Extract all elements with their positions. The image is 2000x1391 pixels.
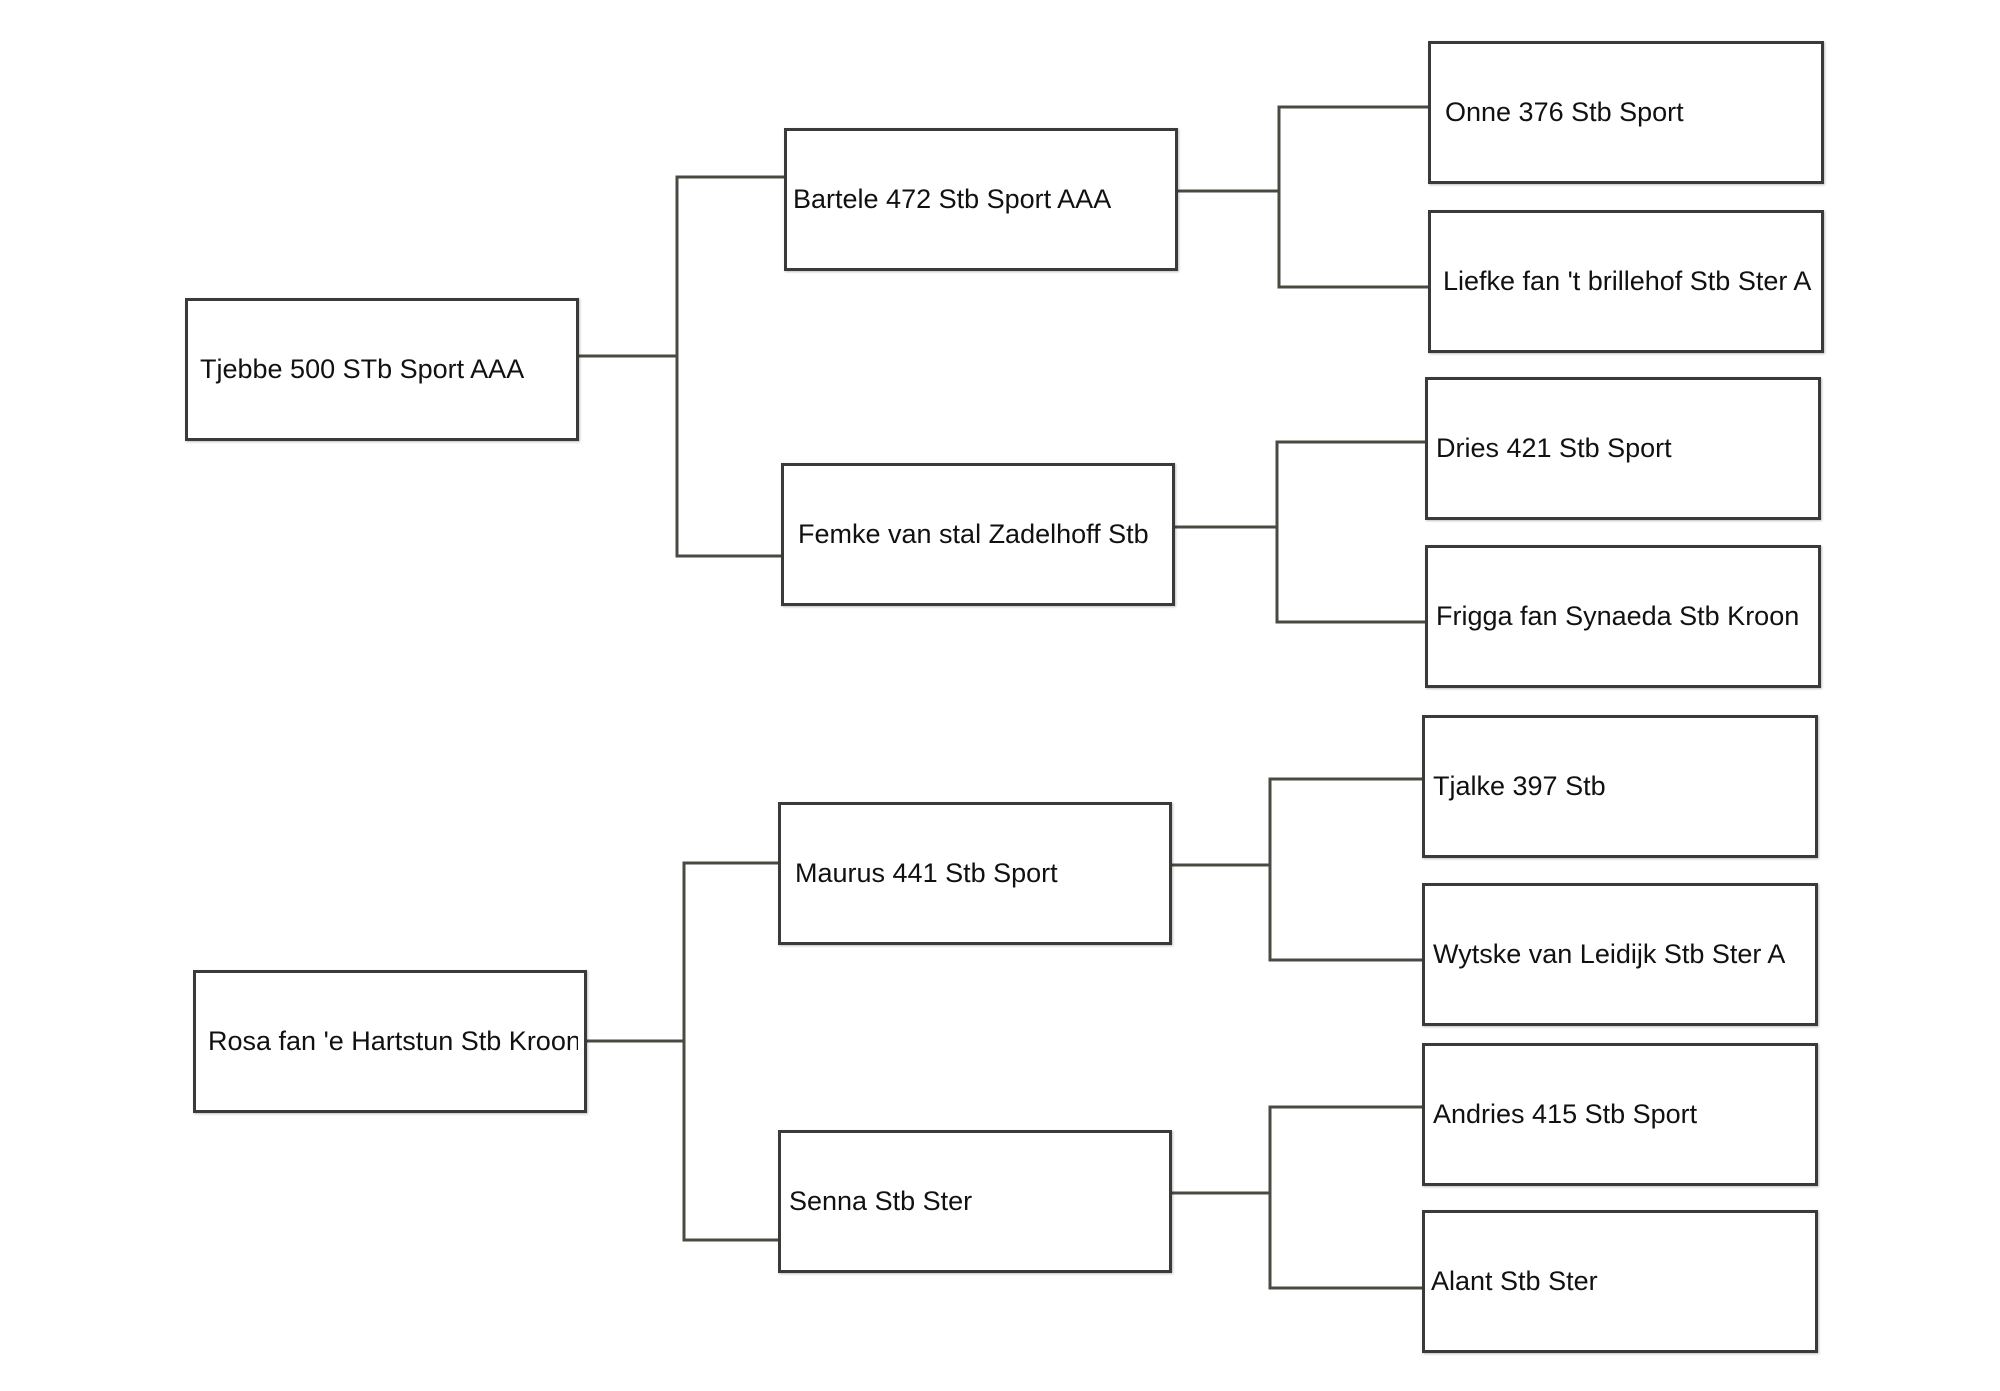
horse-name: Onne 376 Stb Sport	[1445, 97, 1684, 127]
horse-name: Bartele 472 Stb Sport AAA	[793, 184, 1112, 214]
horse-name: Frigga fan Synaeda Stb Kroon	[1436, 601, 1800, 631]
horse-box-dam-dam-sire: Andries 415 Stb Sport	[1422, 1043, 1818, 1186]
horse-box-dam: Rosa fan 'e Hartstun Stb Kroon	[193, 970, 587, 1113]
horse-name: Wytske van Leidijk Stb Ster A	[1433, 939, 1786, 969]
horse-box-dam-sire-sire: Tjalke 397 Stb	[1422, 715, 1818, 858]
horse-name: Dries 421 Stb Sport	[1436, 433, 1672, 463]
horse-name: Tjalke 397 Stb	[1433, 771, 1606, 801]
horse-box-sire-dam-dam: Frigga fan Synaeda Stb Kroon	[1425, 545, 1821, 688]
horse-box-sire: Tjebbe 500 STb Sport AAA	[185, 298, 579, 441]
horse-name: Femke van stal Zadelhoff Stb	[798, 519, 1149, 549]
horse-box-sire-sire-dam: Liefke fan 't brillehof Stb Ster A	[1428, 210, 1824, 353]
horse-name: Senna Stb Ster	[789, 1186, 973, 1216]
horse-box-dam-dam-dam: Alant Stb Ster	[1422, 1210, 1818, 1353]
horse-name: Andries 415 Stb Sport	[1433, 1099, 1698, 1129]
horse-name: Liefke fan 't brillehof Stb Ster A	[1443, 266, 1812, 296]
horse-name: Rosa fan 'e Hartstun Stb Kroon	[208, 1026, 578, 1056]
horse-box-dam-sire-dam: Wytske van Leidijk Stb Ster A	[1422, 883, 1818, 1026]
horse-box-dam-dam: Senna Stb Ster	[778, 1130, 1172, 1273]
horse-box-sire-dam-sire: Dries 421 Stb Sport	[1425, 377, 1821, 520]
horse-box-sire-sire-sire: Onne 376 Stb Sport	[1428, 41, 1824, 184]
horse-name: Alant Stb Ster	[1431, 1266, 1598, 1296]
horse-box-sire-dam: Femke van stal Zadelhoff Stb	[781, 463, 1175, 606]
horse-box-sire-sire: Bartele 472 Stb Sport AAA	[784, 128, 1178, 271]
horse-box-dam-sire: Maurus 441 Stb Sport	[778, 802, 1172, 945]
horse-name: Maurus 441 Stb Sport	[795, 858, 1058, 888]
horse-name: Tjebbe 500 STb Sport AAA	[200, 354, 525, 384]
